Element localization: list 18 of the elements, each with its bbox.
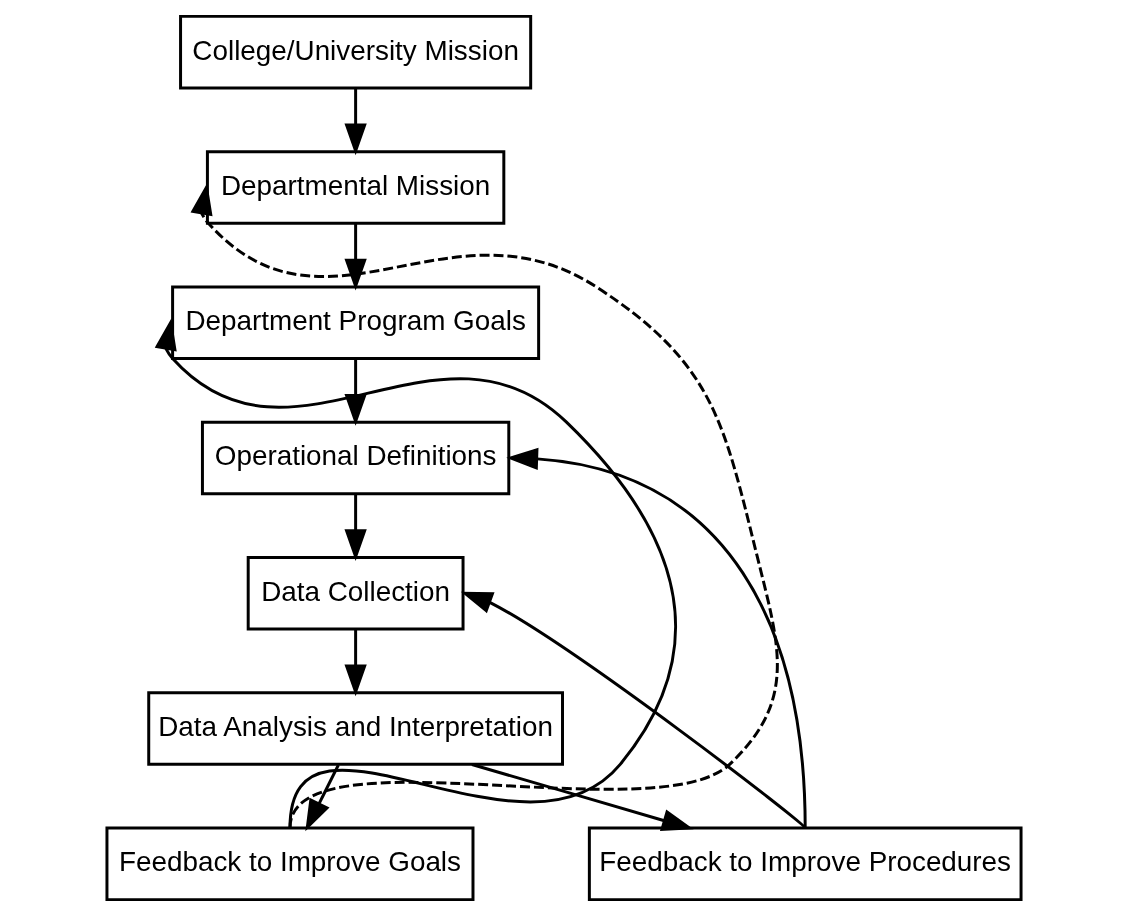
node-box: College/University Mission [179, 14, 533, 90]
node-box: Operational Definitions [200, 420, 511, 496]
arrow [344, 223, 367, 291]
arrow [190, 183, 779, 829]
arrow [305, 764, 340, 832]
node-box: Data Analysis and Interpretation [147, 691, 564, 766]
arrow [344, 629, 367, 697]
arrow [154, 318, 677, 829]
arrow [344, 88, 367, 156]
node-box: Departmental Mission [205, 150, 506, 225]
arrow [344, 494, 367, 562]
node-box: Feedback to Improve Goals [105, 826, 475, 902]
node-box: Feedback to Improve Procedures [587, 826, 1023, 902]
arrow [471, 763, 694, 831]
node-box: Department Program Goals [171, 285, 541, 360]
arrow [506, 447, 807, 829]
node-box: Data Collection [246, 556, 465, 631]
arrow [460, 591, 807, 830]
